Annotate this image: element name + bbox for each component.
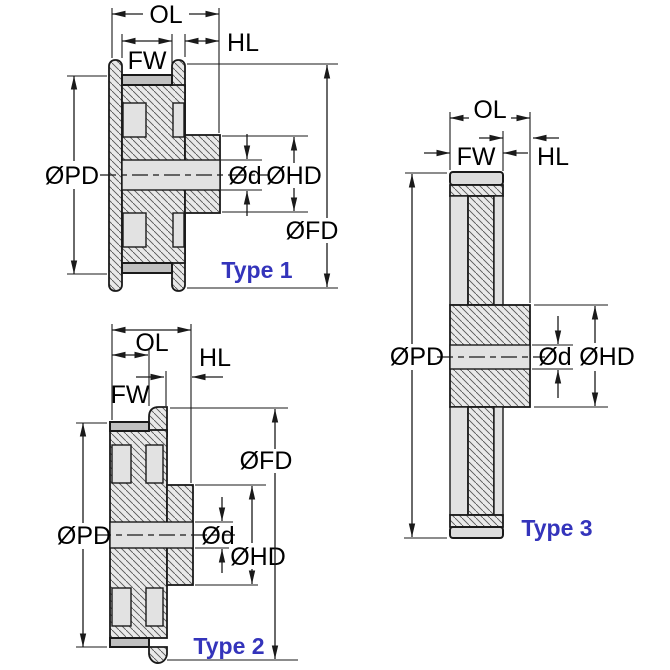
pulley-section-type1: [100, 59, 268, 292]
pulley-section-type3: [437, 171, 545, 539]
dim-label-fd: ØFD: [240, 447, 293, 475]
dim-d: Ød: [532, 316, 573, 398]
dim-label-pd: ØPD: [57, 522, 111, 550]
relief-pocket: [122, 212, 147, 248]
dim-d: Ød: [195, 497, 235, 573]
label-bg: [469, 99, 511, 121]
relief-pocket: [122, 102, 147, 138]
dim-hd: ØHD: [195, 484, 287, 586]
rim-bottom: [449, 526, 504, 539]
web: [467, 406, 495, 516]
label-bg: [247, 450, 303, 472]
type-label: Type 1: [221, 257, 292, 283]
flange-right: [148, 406, 168, 437]
web-pocket: [493, 406, 504, 516]
web-pocket: [449, 195, 469, 306]
dim-fw: FW: [111, 349, 150, 409]
web-pocket: [449, 406, 469, 516]
dim-pd: ØPD: [390, 172, 447, 539]
dim-label-fw: FW: [128, 47, 167, 75]
type-label: Type 2: [193, 633, 264, 659]
dim-label-ol: OL: [135, 329, 168, 357]
relief-pocket: [111, 587, 132, 627]
relief-pocket: [145, 444, 164, 484]
relief-pocket: [145, 587, 164, 627]
web-pocket: [493, 195, 504, 306]
dim-hd: ØHD: [534, 304, 638, 408]
belt-face-top: [109, 421, 150, 432]
dim-label-fd: ØFD: [286, 217, 339, 245]
label-bg: [143, 3, 189, 25]
dim-ol: OL: [449, 96, 531, 303]
view-type2: OL FW HL ØPD Ød: [57, 324, 303, 664]
dim-fd: ØFD: [167, 407, 303, 661]
rim-hatch-top: [449, 184, 504, 197]
rim-top: [449, 171, 504, 186]
dim-label-hl: HL: [537, 143, 569, 171]
relief-pocket: [111, 444, 132, 484]
view-type1: OL FW HL ØPD Ød: [45, 1, 341, 292]
dim-label-pd: ØPD: [390, 343, 444, 371]
dim-ol: OL: [111, 1, 220, 133]
dim-fw: FW: [424, 131, 528, 171]
dim-label-pd: ØPD: [45, 162, 99, 190]
type-label: Type 3: [521, 515, 592, 541]
label-bg: [578, 346, 638, 368]
view-type3: OL HL FW ØPD Ød: [390, 96, 638, 541]
dim-label-ol: OL: [149, 1, 182, 29]
dim-label-d: Ød: [538, 343, 571, 371]
dim-pd: ØPD: [57, 422, 111, 648]
belt-face-bottom: [121, 262, 173, 274]
dim-label-hd: ØHD: [230, 543, 286, 571]
dim-label-d: Ød: [228, 162, 261, 190]
pulley-section-type2: [95, 406, 235, 664]
dim-hl: HL: [136, 344, 231, 406]
dim-hd: ØHD: [222, 135, 322, 213]
relief-pocket: [172, 212, 185, 248]
label-bg: [286, 219, 341, 242]
dim-label-hd: ØHD: [579, 343, 635, 371]
flange-bottom: [148, 646, 168, 664]
dim-label-hd: ØHD: [266, 162, 322, 190]
dim-label-ol: OL: [473, 96, 506, 124]
relief-pocket: [172, 102, 185, 138]
rim-hatch-bottom: [449, 514, 504, 528]
dim-hl: HL: [479, 134, 569, 171]
dim-label-fw: FW: [111, 381, 150, 409]
belt-face-bottom: [109, 637, 150, 648]
dim-fw: FW: [121, 34, 173, 75]
dim-pd: ØPD: [45, 75, 107, 275]
label-bg: [229, 545, 287, 568]
belt-face-top: [121, 74, 173, 86]
dim-hl: HL: [184, 29, 259, 57]
dim-label-hl: HL: [199, 344, 231, 372]
dim-fd: ØFD: [187, 63, 341, 289]
dim-label-fw: FW: [457, 143, 496, 171]
dim-d: Ød: [221, 134, 262, 216]
dim-label-hl: HL: [227, 29, 259, 57]
web: [467, 195, 495, 306]
